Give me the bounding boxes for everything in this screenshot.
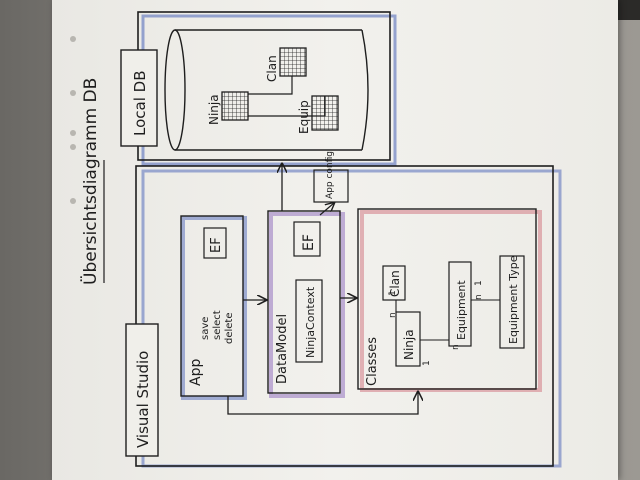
diagram-title: Übersichtsdiagramm DB	[79, 78, 101, 285]
card-ninja-clan-n: n	[388, 312, 398, 318]
punch-hole	[70, 130, 76, 136]
class-equipment-box	[448, 261, 472, 347]
app-config-label: App config	[325, 151, 335, 199]
ninja-context-label: NinjaContext	[304, 286, 317, 358]
rel-ninja-clan	[248, 76, 293, 95]
table-ninja-label: Ninja	[207, 94, 221, 125]
class-ninja-label: Ninja	[402, 329, 416, 360]
data-model-ef-label: EF	[301, 234, 317, 251]
visual-studio-label: Visual Studio	[134, 351, 152, 448]
database-cylinder-icon	[164, 29, 369, 151]
local-db-label-box: Local DB	[120, 49, 158, 147]
data-model-ef-box	[293, 221, 321, 257]
app-op-delete: delete	[224, 312, 235, 344]
class-ninja-box	[395, 311, 421, 367]
app-box	[180, 215, 247, 400]
card-equipment-type-1: 1	[474, 280, 484, 286]
punch-hole	[70, 90, 76, 96]
visual-studio-label-box: Visual Studio	[125, 323, 159, 457]
punch-hole	[70, 36, 76, 42]
class-equipment-type-label: Equipment Type	[507, 255, 520, 344]
punch-hole	[70, 144, 76, 150]
local-db-label: Local DB	[131, 71, 149, 137]
classes-label: Classes	[365, 337, 380, 386]
local-db-box	[137, 11, 397, 166]
table-clan-label: Clan	[265, 55, 279, 82]
data-model-label: DataModel	[275, 314, 290, 384]
ninja-context-box	[295, 279, 323, 363]
card-ninja-clan-1: 1	[388, 290, 398, 296]
rel-ninja-equip	[248, 96, 326, 117]
app-label: App	[188, 359, 204, 386]
table-ninja-icon	[221, 91, 249, 121]
arrow-app-to-classes	[227, 392, 418, 415]
table-clan-icon	[279, 47, 307, 77]
class-equipment-label: Equipment	[455, 280, 468, 340]
app-ef-label: EF	[209, 237, 224, 253]
punch-hole	[70, 198, 76, 204]
app-op-select: select	[212, 310, 223, 340]
card-equipment-type-n: n	[474, 294, 484, 300]
card-ninja-equipment-n: n	[451, 344, 461, 350]
classes-box	[357, 208, 542, 392]
app-ef-box	[203, 227, 227, 259]
arrow-ef-to-config	[319, 203, 334, 216]
card-ninja-equipment-1: 1	[422, 360, 432, 366]
class-clan-label: Clan	[388, 270, 402, 297]
app-op-save: save	[200, 317, 211, 340]
table-equip-label: Equip	[297, 100, 311, 134]
data-model-box	[267, 210, 345, 398]
class-equipment-type-box	[499, 255, 525, 349]
class-clan-box	[382, 265, 406, 301]
visual-studio-box	[135, 165, 562, 468]
